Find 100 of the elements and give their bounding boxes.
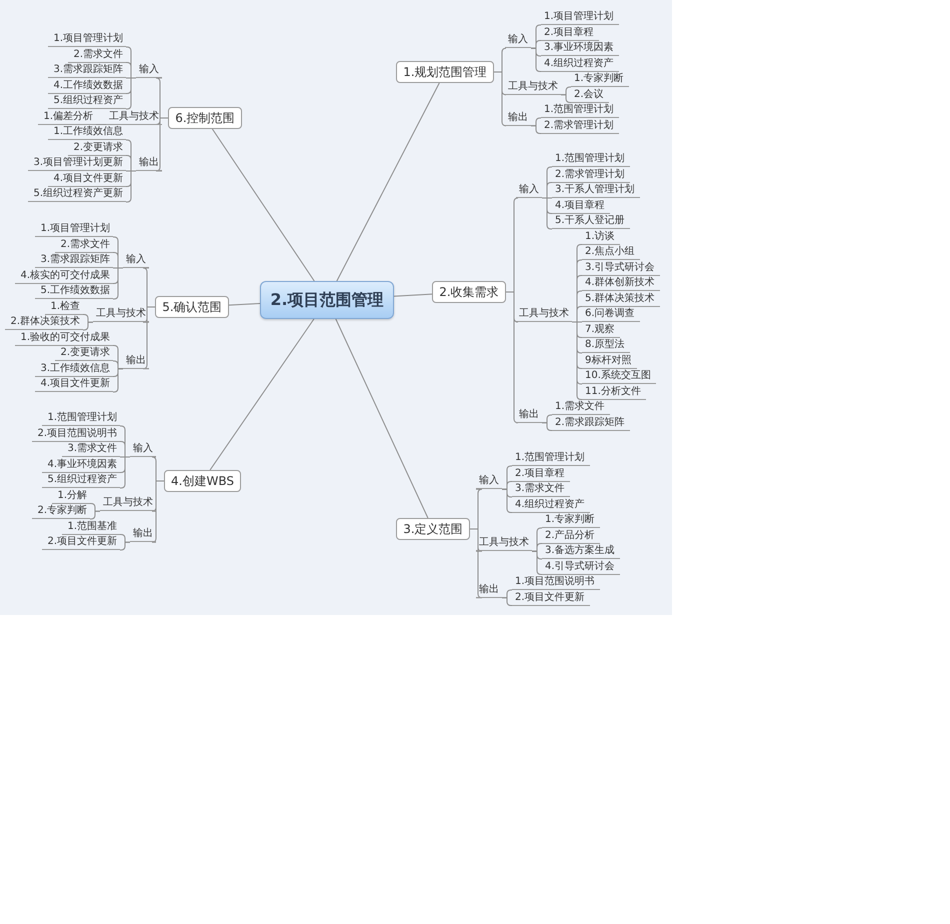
item-label: 2.项目范围说明书	[32, 426, 120, 442]
item-label: 10.系统交互图	[582, 369, 656, 384]
topic-box: 2.收集需求	[432, 281, 506, 303]
category-label: 输入	[123, 253, 149, 268]
item-label: 2.需求跟踪矩阵	[552, 416, 630, 430]
item-label: 2.项目文件更新	[42, 535, 120, 550]
item-label: 2.需求文件	[68, 48, 126, 62]
central-topic: 2.项目范围管理	[260, 281, 394, 319]
item-label: 2.变更请求	[55, 346, 113, 361]
item-label: 2.需求管理计划	[552, 168, 630, 182]
connector-line	[210, 318, 314, 470]
item-label: 9标杆对照	[582, 354, 637, 368]
item-label: 4.项目章程	[552, 198, 610, 214]
item-label: 4.项目文件更新	[35, 377, 113, 392]
category-label: 输入	[516, 183, 542, 198]
item-label: 3.需求文件	[512, 482, 570, 497]
category-label: 输出	[123, 354, 149, 369]
connector-line	[90, 510, 100, 520]
category-label: 输入	[505, 33, 531, 48]
connector-line	[494, 72, 506, 126]
item-label: 3.需求文件	[62, 442, 120, 457]
item-label: 4.引导式研讨会	[542, 560, 620, 574]
category-label: 工具与技术	[476, 536, 532, 552]
connector-line	[156, 118, 168, 172]
connector-line	[228, 302, 260, 306]
item-label: 1.工作绩效信息	[48, 125, 126, 140]
item-label: 1.需求文件	[552, 400, 610, 415]
item-label: 5.组织过程资产	[48, 94, 126, 109]
category-label: 输出	[505, 110, 531, 126]
connector-line	[120, 456, 130, 488]
item-label: 8.原型法	[582, 338, 630, 353]
connector-line	[112, 268, 124, 300]
item-label: 1.范围管理计划	[42, 411, 120, 426]
connector-line	[335, 318, 428, 518]
item-label: 3.项目管理计划更新	[28, 156, 126, 171]
item-label: 4.项目文件更新	[48, 172, 126, 186]
topic-box: 4.创建WBS	[164, 470, 241, 492]
item-label: 2.需求管理计划	[541, 118, 619, 134]
item-label: 3.需求跟踪矩阵	[48, 63, 126, 78]
item-label: 2.项目章程	[512, 466, 570, 482]
connector-line	[542, 198, 552, 230]
item-label: 3.备选方案生成	[542, 544, 620, 559]
item-label: 1.范围管理计划	[512, 451, 590, 466]
connector-line	[572, 322, 582, 400]
item-label: 1.专家判断	[571, 72, 629, 87]
category-label: 工具与技术	[516, 307, 572, 322]
item-label: 1.项目管理计划	[541, 10, 619, 25]
connector-line	[532, 550, 542, 575]
category-label: 输出	[516, 408, 542, 423]
item-label: 2.会议	[571, 88, 609, 102]
item-label: 1.访谈	[582, 230, 620, 244]
topic-box: 5.确认范围	[155, 296, 229, 318]
connector-line	[82, 322, 94, 330]
item-label: 1.范围基准	[62, 520, 120, 534]
item-label: 4.组织过程资产	[541, 56, 619, 72]
item-label: 1.检查	[45, 300, 83, 314]
connector-line	[126, 78, 136, 110]
item-label: 7.观察	[582, 322, 620, 338]
connector-line	[560, 94, 572, 103]
item-label: 1.专家判断	[542, 513, 600, 528]
connector-line	[126, 170, 136, 202]
connector-line	[336, 82, 440, 282]
category-label: 工具与技术	[106, 110, 162, 124]
category-label: 输出	[136, 156, 162, 171]
item-label: 1.范围管理计划	[541, 103, 619, 118]
category-label: 输入	[476, 474, 502, 490]
item-label: 3.引导式研讨会	[582, 260, 660, 276]
item-label: 4.群体创新技术	[582, 276, 660, 291]
item-label: 2.焦点小组	[582, 245, 640, 260]
category-label: 工具与技术	[93, 307, 149, 322]
category-label: 输出	[476, 582, 502, 598]
item-label: 5.干系人登记册	[552, 214, 630, 229]
item-label: 3.需求跟踪矩阵	[35, 253, 113, 268]
topic-box: 1.规划范围管理	[396, 61, 494, 83]
category-label: 工具与技术	[505, 80, 561, 95]
category-label: 工具与技术	[100, 496, 156, 512]
connector-line	[506, 292, 518, 424]
item-label: 4.核实的可交付成果	[15, 268, 113, 284]
item-label: 1.项目范围说明书	[512, 575, 600, 590]
connector-line	[96, 124, 106, 125]
category-label: 输出	[130, 527, 156, 542]
item-label: 2.项目章程	[541, 26, 599, 40]
item-label: 3.事业环境因素	[541, 41, 619, 56]
item-label: 5.组织过程资产	[42, 473, 120, 488]
connector-line	[212, 128, 315, 282]
item-label: 3.工作绩效信息	[35, 362, 113, 376]
item-label: 3.干系人管理计划	[552, 183, 640, 198]
item-label: 1.范围管理计划	[552, 152, 630, 167]
category-label: 输入	[136, 63, 162, 78]
item-label: 2.群体决策技术	[5, 315, 83, 330]
topic-box: 3.定义范围	[396, 518, 470, 540]
connector-line	[394, 294, 432, 297]
item-label: 5.工作绩效数据	[35, 284, 113, 299]
item-label: 2.专家判断	[32, 504, 90, 519]
connector-line	[112, 368, 124, 392]
item-label: 4.工作绩效数据	[48, 78, 126, 94]
connector-line	[120, 542, 130, 550]
item-label: 1.验收的可交付成果	[15, 330, 113, 346]
connector-line	[502, 597, 512, 606]
connector-line	[502, 488, 512, 513]
